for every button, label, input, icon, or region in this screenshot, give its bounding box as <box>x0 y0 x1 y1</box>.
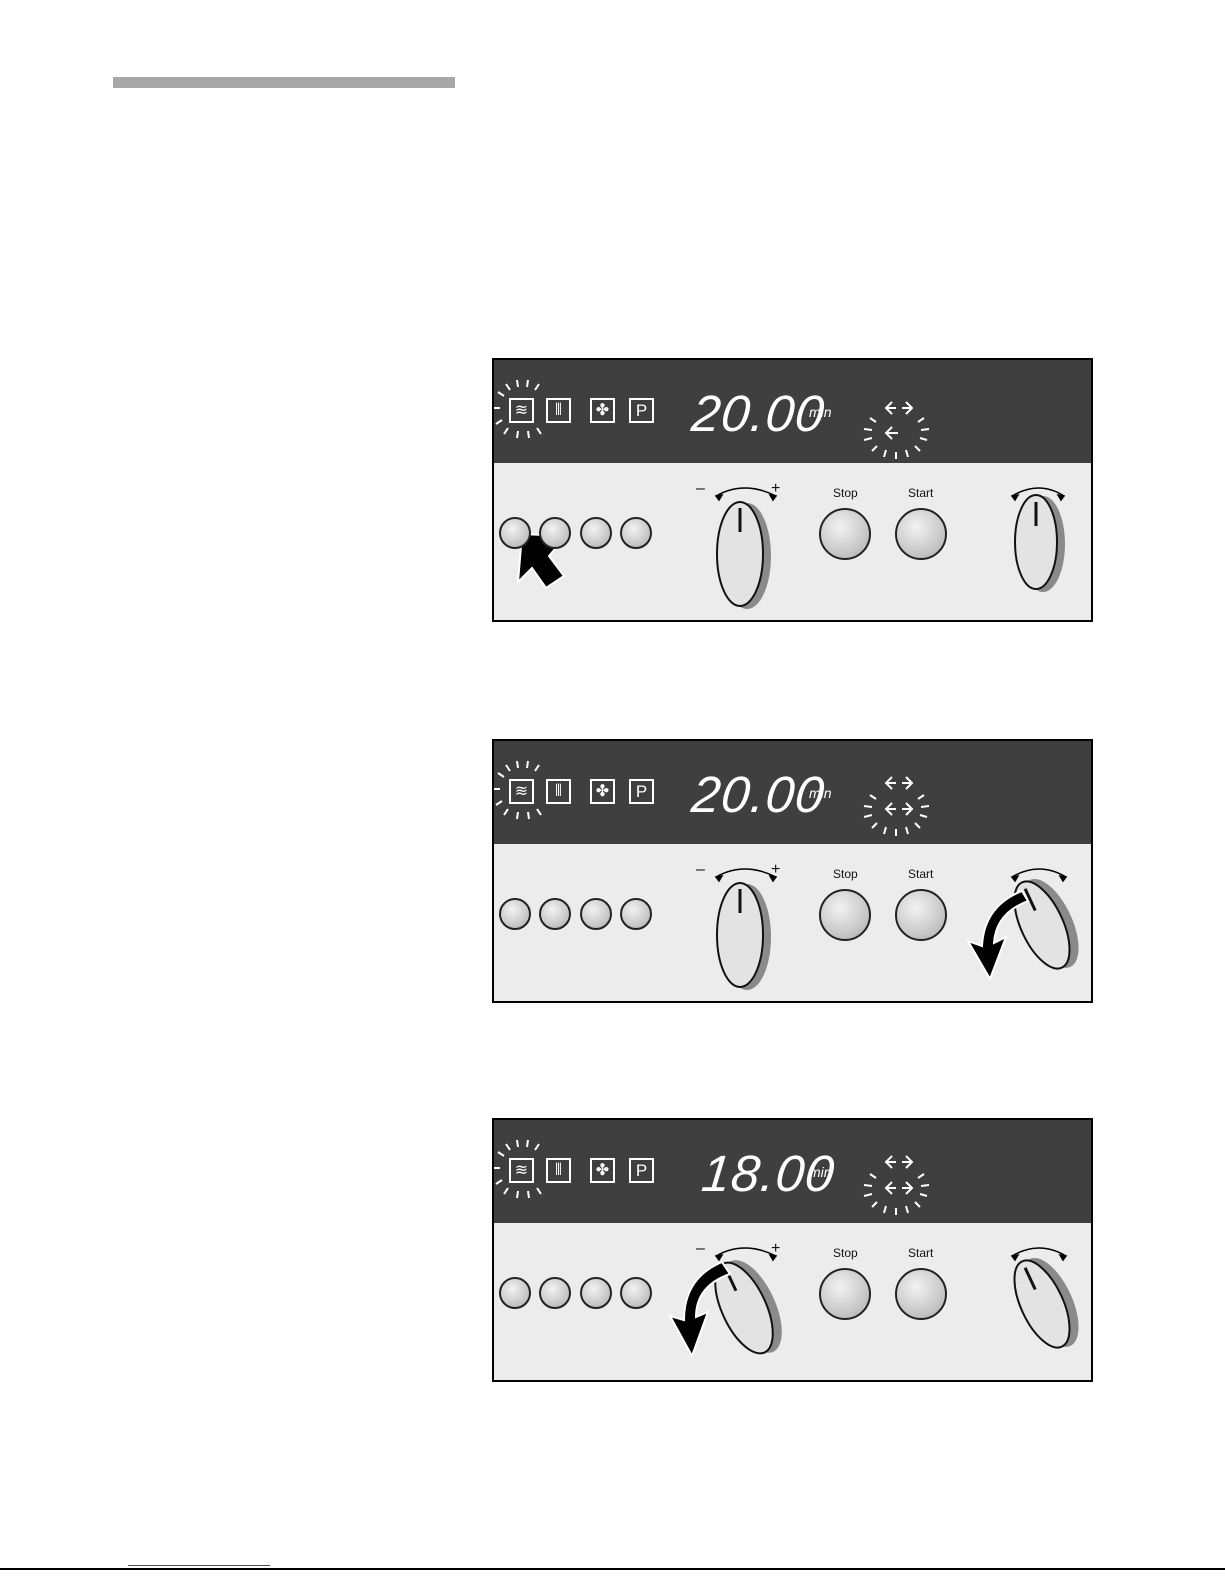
start-button[interactable] <box>895 508 947 560</box>
grill-fan-icon: ⫴ <box>546 1158 571 1183</box>
section-header-bar <box>113 77 455 88</box>
program-icon: P <box>629 1158 654 1183</box>
weight-rotation-arc-icon <box>1012 1248 1066 1260</box>
microwave-icon: ≋ <box>509 779 534 804</box>
stop-label: Stop <box>833 867 858 881</box>
program-icon: P <box>629 779 654 804</box>
time-display: 20.00 <box>689 388 827 440</box>
start-button[interactable] <box>895 889 947 941</box>
stop-button[interactable] <box>819 508 871 560</box>
plus-sign: + <box>771 1240 780 1258</box>
grill-fan-icon: ⫴ <box>546 398 571 423</box>
control-panel-step-1: ≋ ⫴ ✤ P 20.00 min – + Stop Start <box>492 358 1093 622</box>
start-label: Start <box>908 867 933 881</box>
program-button[interactable] <box>620 1277 652 1309</box>
grill-button[interactable] <box>539 898 571 930</box>
grill-fan-icon: ⫴ <box>546 779 571 804</box>
footer-link-underline[interactable] <box>128 1565 270 1566</box>
program-button[interactable] <box>620 517 652 549</box>
time-unit: min <box>809 404 832 420</box>
weight-rotation-arc-icon <box>1012 869 1066 881</box>
minus-sign: – <box>696 861 705 879</box>
fan-icon: ✤ <box>590 1158 615 1183</box>
grill-button[interactable] <box>539 1277 571 1309</box>
microwave-button[interactable] <box>499 898 531 930</box>
plus-sign: + <box>771 480 780 498</box>
microwave-button[interactable] <box>499 1277 531 1309</box>
start-label: Start <box>908 1246 933 1260</box>
plus-sign: + <box>771 861 780 879</box>
time-unit: min <box>809 785 832 801</box>
minus-sign: – <box>696 1240 705 1258</box>
start-button[interactable] <box>895 1268 947 1320</box>
rotation-arc-icon <box>716 869 776 881</box>
start-label: Start <box>908 486 933 500</box>
control-panel-step-3: ≋ ⫴ ✤ P 18.00 min – + Stop Start <box>492 1118 1093 1382</box>
weight-knob <box>1003 870 1090 979</box>
fan-icon: ✤ <box>590 779 615 804</box>
microwave-button[interactable] <box>499 517 531 549</box>
microwave-icon: ≋ <box>509 1158 534 1183</box>
fan-icon: ✤ <box>590 398 615 423</box>
stop-label: Stop <box>833 486 858 500</box>
minus-sign: – <box>696 480 705 498</box>
time-knob <box>717 883 771 990</box>
footer-rule <box>0 1568 1225 1570</box>
rotation-arc-icon <box>716 1248 776 1260</box>
time-display: 20.00 <box>689 769 827 821</box>
fan-button[interactable] <box>580 898 612 930</box>
turn-left-arrow-icon <box>968 891 1028 979</box>
weight-arrows-icon <box>864 777 929 836</box>
microwave-icon: ≋ <box>509 398 534 423</box>
control-panel-step-2: ≋ ⫴ ✤ P 20.00 min – + Stop Start <box>492 739 1093 1003</box>
weight-arrows-icon <box>864 1156 929 1215</box>
fan-button[interactable] <box>580 1277 612 1309</box>
program-button[interactable] <box>620 898 652 930</box>
grill-button[interactable] <box>539 517 571 549</box>
stop-label: Stop <box>833 1246 858 1260</box>
rotation-arc-icon <box>716 488 776 500</box>
weight-arrows-icon <box>864 402 929 459</box>
stop-button[interactable] <box>819 1268 871 1320</box>
weight-knob <box>1015 495 1065 592</box>
stop-button[interactable] <box>819 889 871 941</box>
time-unit: min <box>809 1164 832 1180</box>
weight-knob <box>1003 1249 1090 1358</box>
fan-button[interactable] <box>580 517 612 549</box>
program-icon: P <box>629 398 654 423</box>
time-knob <box>717 502 771 609</box>
